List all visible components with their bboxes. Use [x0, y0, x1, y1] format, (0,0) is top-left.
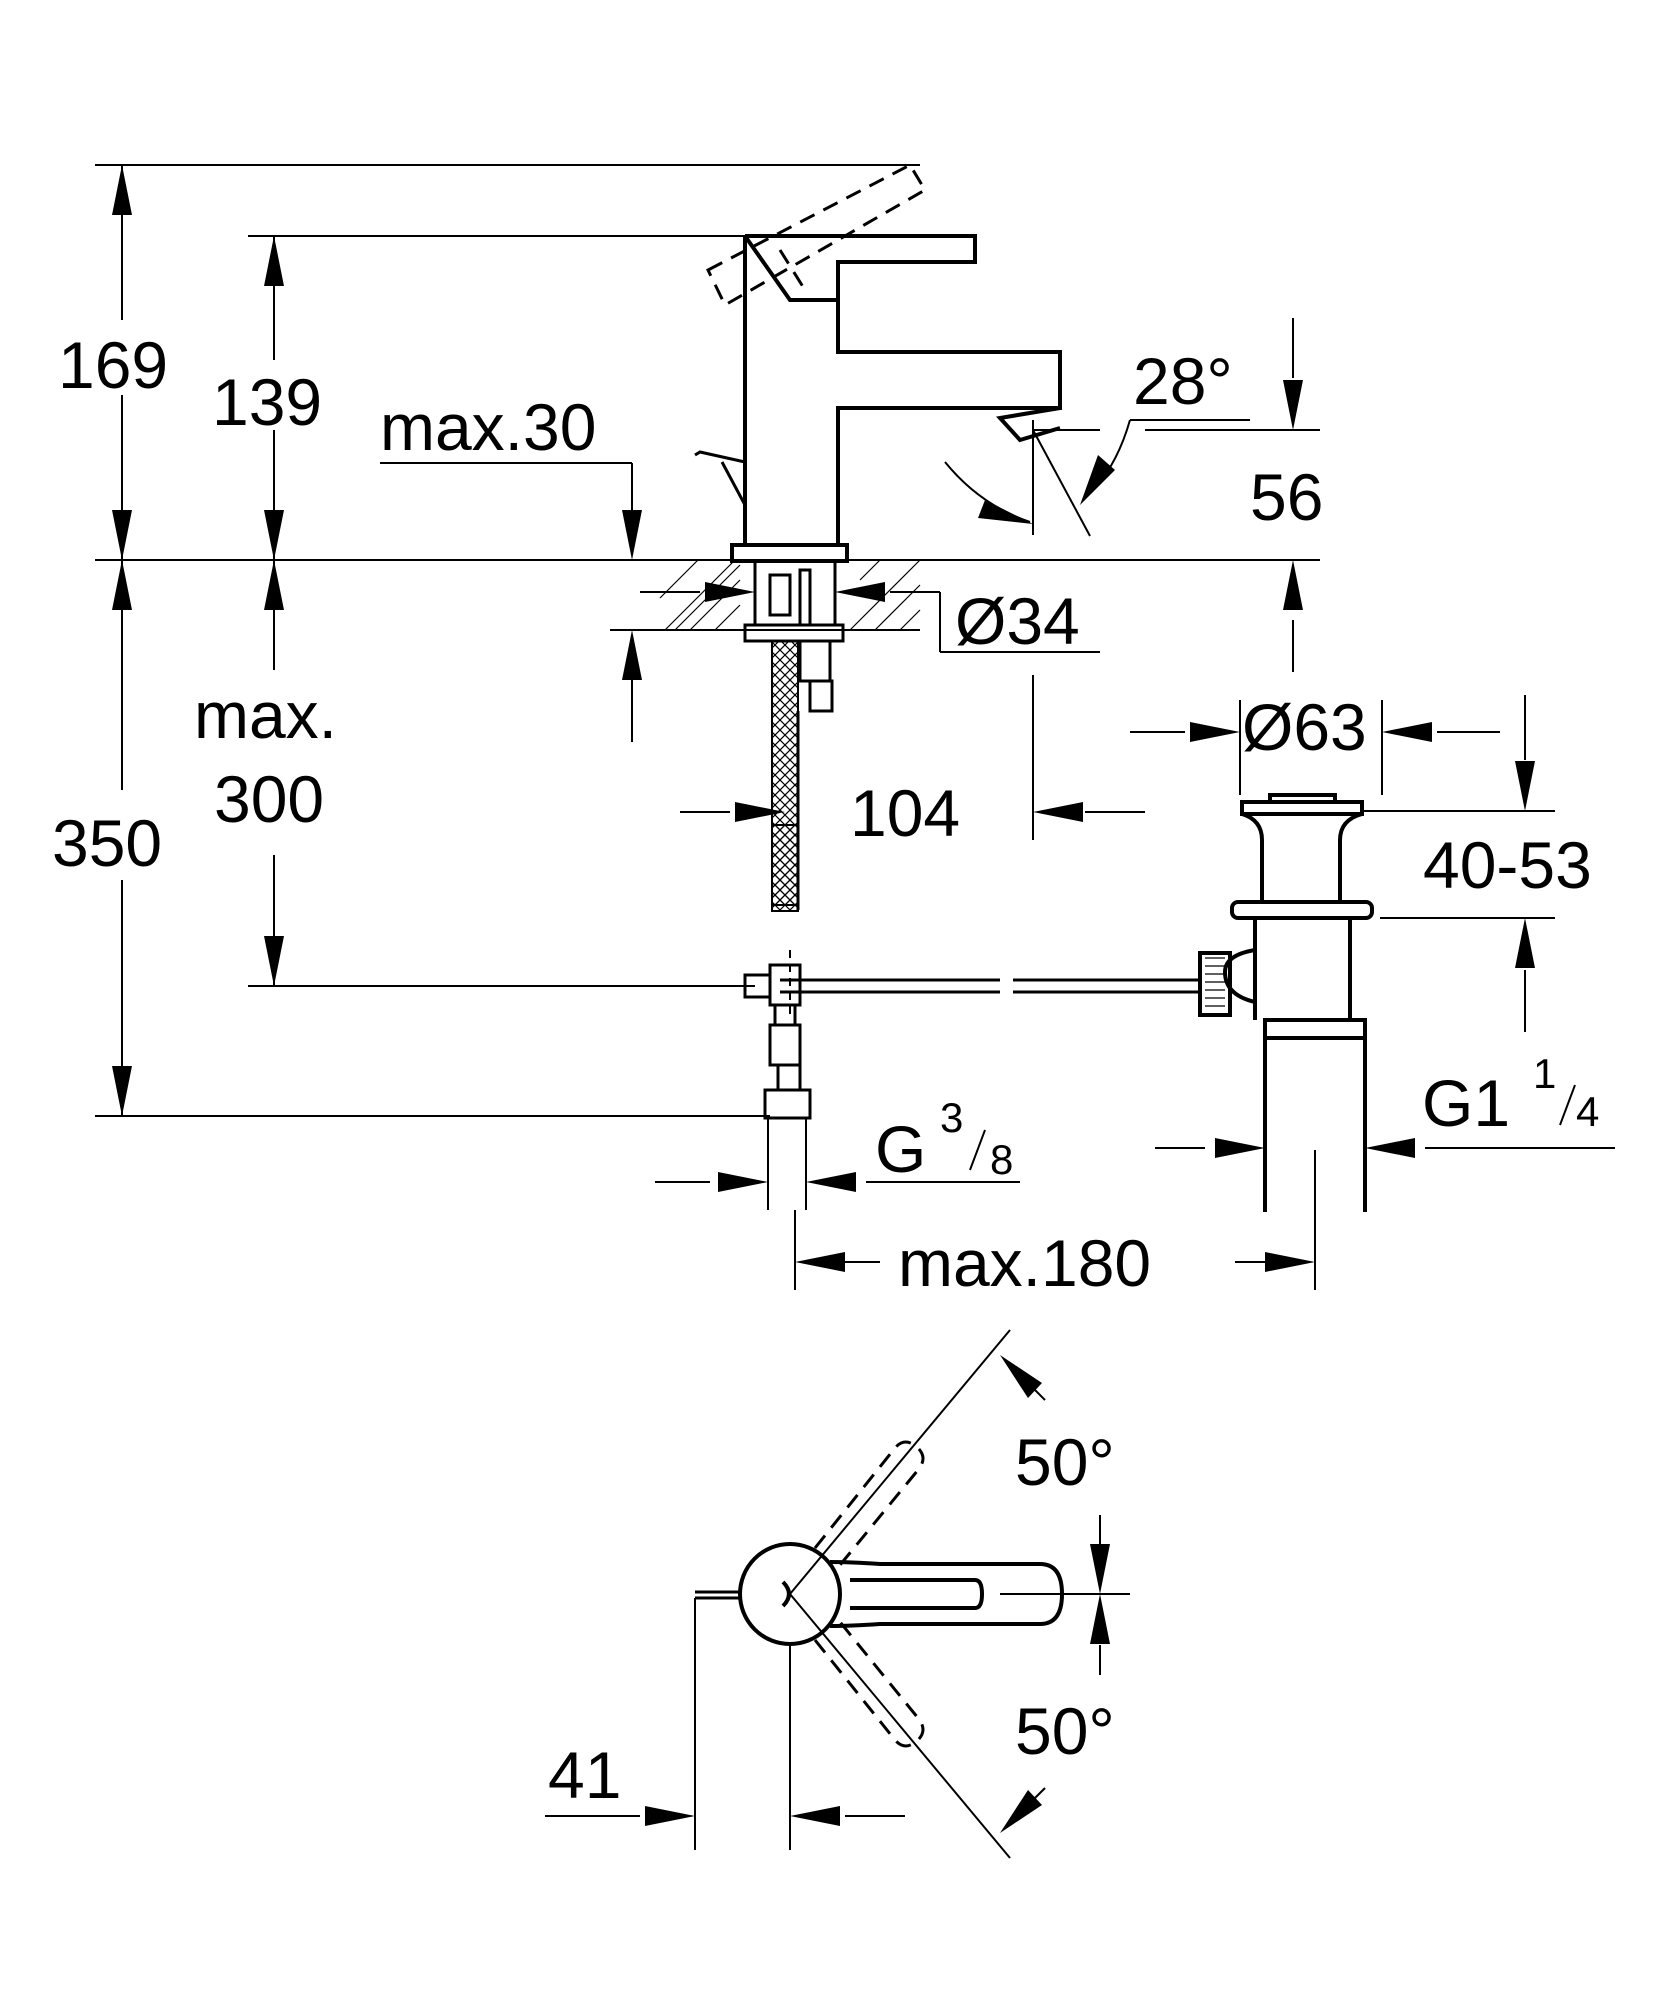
- dimension-350: 350: [52, 560, 162, 1116]
- drain-outlet-nut: [1263, 1018, 1367, 1040]
- dimension-angle28: 28°: [944, 344, 1250, 537]
- mounting-plate: [743, 623, 845, 643]
- top-plan-view: 50° 50° 41: [545, 1329, 1130, 1859]
- dimension-max30: max.30: [380, 390, 720, 742]
- label-max: max.: [194, 678, 337, 752]
- drain-cap: [1240, 800, 1364, 816]
- label-g114-base: G1: [1422, 1066, 1510, 1140]
- dimension-139: 139: [212, 236, 322, 560]
- label-g38-den: 8: [990, 1136, 1013, 1183]
- label-40-53: 40-53: [1423, 828, 1592, 902]
- label-angle50-upper: 50°: [1015, 1425, 1115, 1499]
- flexible-hose-lower: [771, 824, 799, 906]
- base-flange: [730, 543, 849, 563]
- spout-outlet: [996, 406, 1061, 443]
- dimension-104: 104: [680, 675, 1145, 850]
- dimension-41: 41: [545, 1598, 905, 1850]
- label-350: 350: [52, 806, 162, 880]
- label-139: 139: [212, 365, 322, 439]
- label-angle50-lower: 50°: [1015, 1694, 1115, 1768]
- label-g38-base: G: [875, 1112, 926, 1186]
- lever-raised-position: [706, 163, 928, 308]
- dimension-d63: Ø63: [1130, 690, 1500, 795]
- label-d63: Ø63: [1242, 690, 1367, 764]
- label-300: 300: [214, 762, 324, 836]
- popup-connector-nut: [1198, 951, 1232, 1017]
- lever-position-lower: [813, 1621, 925, 1748]
- lever-position-upper: [813, 1440, 925, 1566]
- label-104: 104: [850, 776, 960, 850]
- label-41: 41: [548, 1738, 621, 1812]
- label-max30: max.30: [380, 390, 596, 464]
- fixing-nut: [753, 559, 837, 627]
- drain-assembly: [1198, 793, 1374, 1212]
- dimension-g38: G 3 8: [655, 1094, 1020, 1192]
- dimension-max300: max. 300: [194, 560, 337, 986]
- label-56: 56: [1250, 460, 1323, 534]
- dimension-d34: Ø34: [640, 582, 1100, 658]
- popup-rod: [694, 450, 747, 540]
- dimension-56: 56: [1145, 318, 1323, 672]
- g38-connector: [763, 1088, 812, 1120]
- dimension-g114: G1 1 4: [1155, 1050, 1615, 1158]
- faucet-lever-and-spout: [745, 234, 1062, 545]
- faucet-body: [694, 163, 1062, 912]
- dimension-angle50-lower: 50°: [1000, 1594, 1115, 1833]
- side-elevation-view: 169 139 350 max. 300: [52, 163, 1615, 1300]
- label-g38-num: 3: [940, 1094, 963, 1141]
- lever-neck: [743, 234, 838, 302]
- popup-linkage-rod: [743, 950, 1200, 1020]
- dimension-max180: max.180: [794, 1150, 1316, 1300]
- label-max180: max.180: [898, 1226, 1151, 1300]
- dimension-40-53: 40-53: [1362, 695, 1592, 1032]
- label-g114-den: 4: [1576, 1088, 1599, 1135]
- dimension-169: 169: [58, 165, 168, 560]
- label-d34: Ø34: [955, 584, 1080, 658]
- label-g114-num: 1: [1533, 1050, 1556, 1097]
- label-169: 169: [58, 328, 168, 402]
- drain-flange: [1230, 900, 1374, 920]
- drain-body: [1241, 812, 1363, 902]
- supply-connection: [763, 1003, 812, 1210]
- label-angle28: 28°: [1133, 344, 1233, 418]
- dimension-angle50-upper: 50°: [1000, 1355, 1115, 1594]
